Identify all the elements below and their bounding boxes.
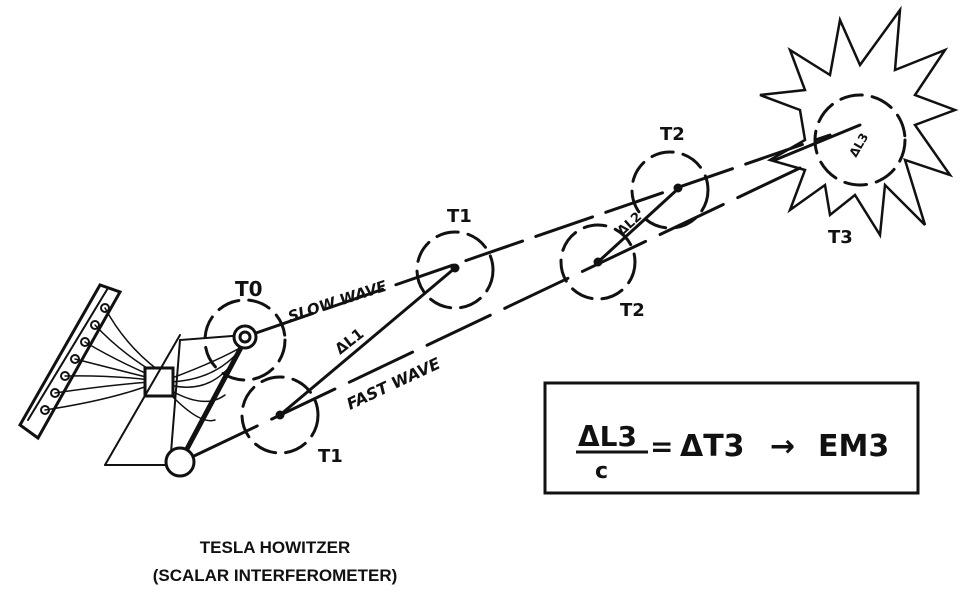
equation-equals: = [650,430,673,463]
fast-wave-line [192,166,802,458]
t1-upper-label: T1 [447,206,472,227]
t2-lower-label: T2 [620,300,645,321]
emitter-frame [177,337,248,465]
caption-subtitle: (SCALAR INTERFEROMETER) [152,566,398,585]
slow-wave-line [254,133,832,335]
t1-lower-circle [240,375,320,455]
t0-label: T0 [235,277,263,301]
caption-title: TESLA HOWITZER [199,538,351,557]
equation-denominator: c [595,459,608,484]
t2-lower-circle [559,223,637,301]
antenna-array [18,283,246,441]
delta-l2-line [596,185,682,264]
equation-numerator: ΔL3 [578,420,637,453]
t2-upper-label: T2 [660,124,685,145]
explosion-icon [759,5,959,239]
delta-l3-label: ΔL3 [846,131,871,160]
slow-wave-label: SLOW WAVE [286,277,390,326]
t2-upper-circle [630,150,710,230]
t1-upper-circle [415,230,495,310]
slow-wave-emitter [232,324,258,350]
t1-lower-label: T1 [318,446,343,467]
t3-circle [813,93,907,187]
fast-wave-emitter [164,446,196,478]
equation-delta-t3: ΔT3 [680,429,745,464]
equation-result: EM3 [818,429,889,464]
delta-l1-label: ΔL1 [331,325,367,359]
t0-circle [203,298,287,382]
t3-label: T3 [828,227,853,248]
equation-box: ΔL3 c = ΔT3 → EM3 [543,381,920,495]
arrow-icon: → [770,429,795,464]
